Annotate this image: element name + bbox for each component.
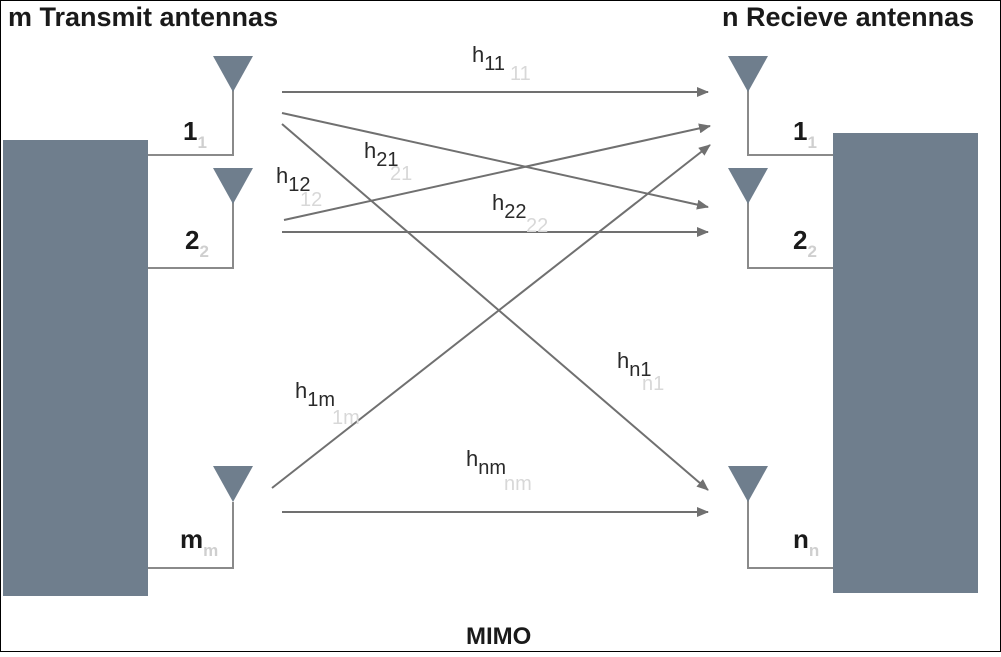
channel-shadow-h12: 12 — [300, 189, 322, 211]
receive-heading: n Recieve antennas — [722, 2, 974, 32]
tx-antenna-2-icon — [213, 168, 253, 204]
channel-label-h12: h12 — [276, 163, 311, 196]
channel-shadow-h22: 22 — [526, 215, 548, 237]
tx-label-1: 11 — [183, 116, 207, 152]
rx-antenna-n-icon — [728, 466, 768, 502]
rx-label-n: nn — [793, 524, 819, 560]
diagram-caption: MIMO — [466, 623, 531, 650]
channel-arrow-h1m — [271, 144, 711, 489]
receiver-block — [833, 133, 978, 593]
channel-label-h1m: h1m — [295, 378, 335, 411]
channel-shadow-h21: 21 — [390, 163, 412, 185]
tx-antenna-m-icon — [213, 466, 253, 502]
channel-shadow-hn1: n1 — [642, 373, 664, 395]
rx-antenna-2-icon — [728, 168, 768, 204]
tx-antenna-1-icon — [213, 56, 253, 92]
tx-wire-1 — [148, 85, 234, 156]
channel-arrow-hn1 — [281, 123, 709, 491]
channel-label-hnm: hnm — [466, 446, 506, 479]
rx-wire-1 — [747, 85, 833, 156]
rx-wire-2 — [747, 200, 833, 269]
channel-label-h11: h11 — [472, 42, 505, 75]
rx-label-2: 22 — [793, 225, 817, 261]
rx-wire-n — [747, 500, 833, 569]
tx-label-m: mm — [180, 524, 218, 560]
tx-wire-2 — [148, 200, 234, 269]
tx-label-2: 22 — [185, 225, 209, 261]
channel-label-h21: h21 — [364, 138, 399, 171]
channel-label-hn1: hn1 — [617, 348, 652, 381]
rx-label-1: 11 — [793, 116, 817, 152]
channel-shadow-h1m: 1m — [332, 407, 360, 429]
transmitter-block — [3, 140, 148, 596]
channel-label-h22: h22 — [492, 190, 527, 223]
transmit-heading: m Transmit antennas — [8, 2, 278, 32]
rx-antenna-1-icon — [728, 56, 768, 92]
channel-shadow-hnm: nm — [504, 473, 532, 495]
channel-arrow-h12 — [283, 123, 711, 221]
channel-shadow-h11: 11 — [510, 63, 531, 85]
tx-wire-m — [148, 502, 234, 569]
channel-arrow-h21 — [281, 112, 709, 210]
